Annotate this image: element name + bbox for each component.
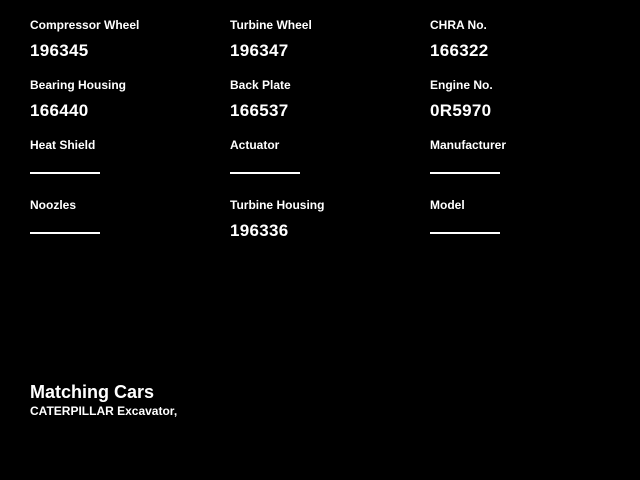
spec-value: 166440 bbox=[30, 101, 89, 120]
spec-grid: Compressor Wheel 196345 Turbine Wheel 19… bbox=[30, 14, 640, 254]
spec-label: Manufacturer bbox=[430, 138, 507, 152]
spec-label: Engine No. bbox=[430, 78, 493, 92]
spec-label: Model bbox=[430, 198, 465, 212]
spec-item-compressor-wheel: Compressor Wheel 196345 bbox=[30, 14, 230, 74]
spec-value: 166322 bbox=[430, 41, 489, 60]
spec-item-turbine-housing: Turbine Housing 196336 bbox=[230, 194, 430, 254]
spec-label: Noozles bbox=[30, 198, 77, 212]
spec-value: 0R5970 bbox=[430, 101, 492, 120]
spec-item-bearing-housing: Bearing Housing 166440 bbox=[30, 74, 230, 134]
spec-label: Compressor Wheel bbox=[30, 18, 140, 32]
empty-value-line bbox=[30, 232, 100, 234]
spec-label: Turbine Wheel bbox=[230, 18, 312, 32]
empty-value-line bbox=[30, 172, 100, 174]
spec-item-noozles: Noozles bbox=[30, 194, 230, 254]
matching-cars-section: Matching Cars CATERPILLAR Excavator, bbox=[30, 382, 640, 419]
spec-item-manufacturer: Manufacturer bbox=[430, 134, 630, 194]
spec-value: 196345 bbox=[30, 41, 89, 60]
spec-item-engine-no: Engine No. 0R5970 bbox=[430, 74, 630, 134]
spec-label: Actuator bbox=[230, 138, 280, 152]
spec-label: Heat Shield bbox=[30, 138, 96, 152]
spec-item-chra-no: CHRA No. 166322 bbox=[430, 14, 630, 74]
empty-value-line bbox=[430, 232, 500, 234]
empty-value-line bbox=[430, 172, 500, 174]
spec-item-model: Model bbox=[430, 194, 630, 254]
spec-item-actuator: Actuator bbox=[230, 134, 430, 194]
spec-label: CHRA No. bbox=[430, 18, 487, 32]
spec-item-turbine-wheel: Turbine Wheel 196347 bbox=[230, 14, 430, 74]
spec-item-heat-shield: Heat Shield bbox=[30, 134, 230, 194]
spec-label: Bearing Housing bbox=[30, 78, 127, 92]
spec-value: 196336 bbox=[230, 221, 289, 240]
empty-value-line bbox=[230, 172, 300, 174]
spec-item-back-plate: Back Plate 166537 bbox=[230, 74, 430, 134]
spec-label: Turbine Housing bbox=[230, 198, 325, 212]
spec-label: Back Plate bbox=[230, 78, 291, 92]
spec-value: 196347 bbox=[230, 41, 289, 60]
matching-cars-list: CATERPILLAR Excavator, bbox=[30, 404, 178, 418]
matching-cars-title: Matching Cars bbox=[30, 382, 155, 402]
spec-value: 166537 bbox=[230, 101, 289, 120]
